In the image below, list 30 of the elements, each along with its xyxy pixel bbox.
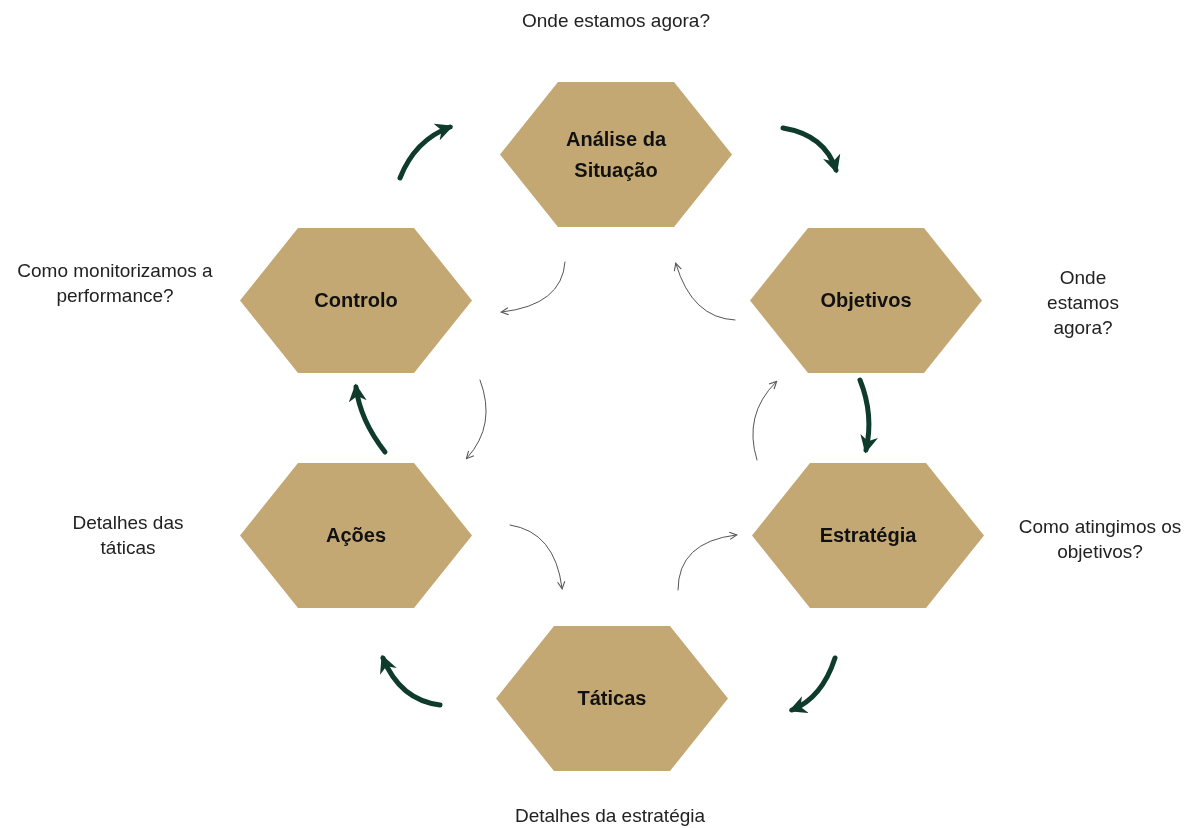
curved-arrow (380, 654, 443, 708)
hexagon (752, 463, 984, 608)
hexagon (240, 463, 472, 608)
stage-label: Análise da Situação (564, 126, 668, 183)
curved-arrow (780, 125, 840, 174)
hexagon (240, 228, 472, 373)
curved-arrow (857, 377, 878, 454)
curved-arrow (674, 262, 736, 321)
curved-arrow (465, 379, 487, 460)
stage-label: Controlo (314, 288, 398, 313)
curved-arrow (509, 524, 566, 590)
curved-arrow (349, 383, 388, 455)
stage-label: Táticas (577, 686, 647, 711)
hexagon (750, 228, 982, 373)
curved-arrow (397, 124, 454, 181)
question-caption: Detalhes das táticas (71, 511, 185, 560)
stage-label: Objetivos (820, 288, 912, 313)
question-caption: Como monitorizamos a performance? (16, 259, 214, 308)
curved-arrow (752, 380, 778, 461)
question-caption: Detalhes da estratégia (513, 804, 707, 828)
curved-arrow (500, 261, 566, 316)
curved-arrow (788, 655, 838, 713)
question-caption: Onde estamos agora? (521, 9, 711, 33)
question-caption: Como atingimos os objetivos? (1017, 515, 1183, 564)
curved-arrow (677, 531, 738, 591)
hexagon (500, 82, 732, 227)
stage-label: Ações (326, 523, 386, 548)
question-caption: Onde estamos agora? (1046, 266, 1120, 340)
hexagon (496, 626, 728, 771)
stage-label: Estratégia (819, 523, 917, 548)
